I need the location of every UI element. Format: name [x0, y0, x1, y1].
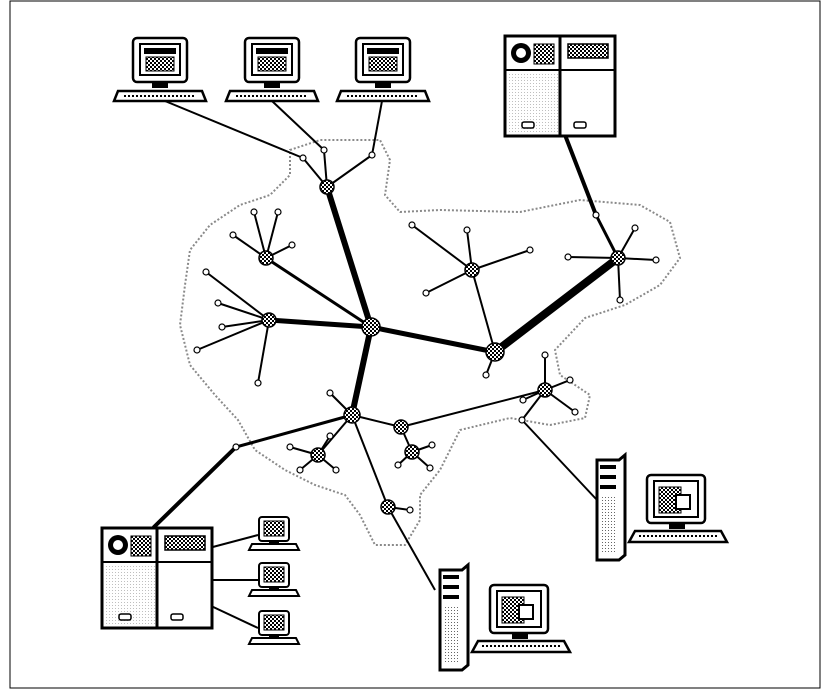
hub-nodes: [258, 179, 626, 515]
endpoint-dots: [193, 146, 660, 514]
workstation-top-3: [335, 36, 431, 103]
terminal-1: [248, 516, 300, 551]
server-bottom-left: [100, 526, 214, 630]
desktop-computer-icon: [224, 36, 320, 103]
desktop-computer-icon: [335, 36, 431, 103]
spoke-links: [164, 100, 657, 629]
image-border: [9, 0, 821, 689]
server-top-right: [503, 34, 617, 138]
desktop-computer-icon: [112, 36, 208, 103]
workstation-top-2: [224, 36, 320, 103]
pc-bottom-right: [595, 453, 729, 562]
backbone-links: [152, 133, 622, 529]
mainframe-server-icon: [503, 34, 617, 138]
tower-pc-icon: [595, 453, 729, 562]
tower-pc-icon: [438, 563, 572, 672]
pc-bottom-center: [438, 563, 572, 672]
mainframe-server-icon: [100, 526, 214, 630]
small-terminal-icon: [248, 516, 300, 551]
workstation-top-1: [112, 36, 208, 103]
network-cloud: [178, 139, 682, 546]
